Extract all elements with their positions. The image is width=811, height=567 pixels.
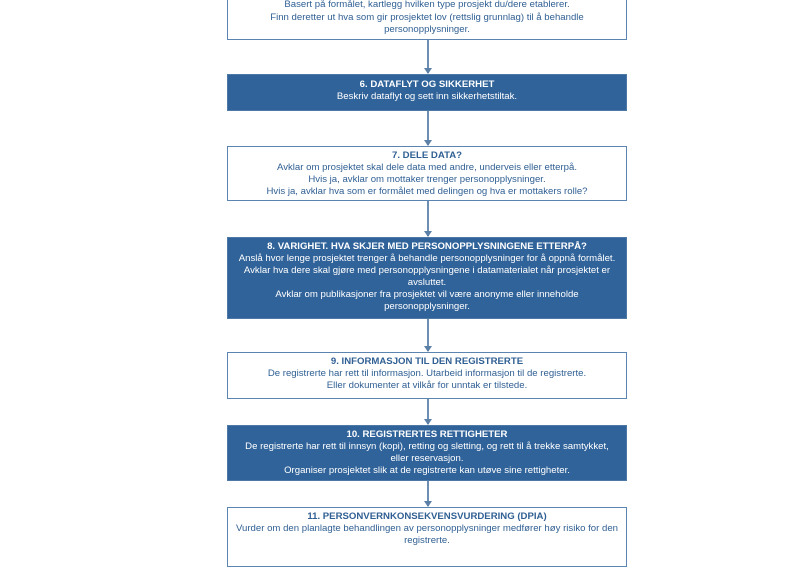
- step-title: 6. DATAFLYT OG SIKKERHET: [359, 79, 495, 90]
- flow-arrow: [424, 40, 431, 74]
- step-line: eller reservasjon.: [390, 453, 464, 464]
- step-line: Basert på formålet, kartlegg hvilken typ…: [284, 0, 570, 10]
- step-line: De registrerte har rett til innsyn (kopi…: [245, 441, 609, 452]
- step-title: 9. INFORMASJON TIL DEN REGISTRERTE: [330, 356, 524, 367]
- step-5-box: Basert på formålet, kartlegg hvilken typ…: [227, 0, 627, 40]
- step-line: Avklar om prosjektet skal dele data med …: [276, 162, 578, 173]
- step-line: De registrerte har rett til informasjon.…: [267, 368, 587, 379]
- step-8-box: 8. VARIGHET. HVA SKJER MED PERSONOPPLYSN…: [227, 237, 627, 319]
- step-title: 8. VARIGHET. HVA SKJER MED PERSONOPPLYSN…: [267, 241, 587, 252]
- step-title: 10. REGISTRERTES RETTIGHETER: [346, 429, 508, 440]
- step-7-box: 7. DELE DATA? Avklar om prosjektet skal …: [227, 146, 627, 201]
- step-line: personopplysninger.: [384, 24, 470, 35]
- step-line: Beskriv dataflyt og sett inn sikkerhetst…: [336, 91, 518, 102]
- step-line: Avklar om publikasjoner fra prosjektet v…: [275, 289, 579, 300]
- step-9-box: 9. INFORMASJON TIL DEN REGISTRERTE De re…: [227, 352, 627, 399]
- step-line: Hvis ja, avklar om mottaker trenger pers…: [308, 174, 546, 185]
- step-6-box: 6. DATAFLYT OG SIKKERHET Beskriv datafly…: [227, 74, 627, 111]
- step-10-box: 10. REGISTRERTES RETTIGHETER De registre…: [227, 425, 627, 481]
- flow-arrow: [424, 111, 431, 146]
- step-line: Vurder om den planlagte behandlingen av …: [235, 523, 619, 534]
- step-line: Finn deretter ut hva som gir prosjektet …: [270, 11, 584, 23]
- step-11-box: 11. PERSONVERNKONSEKVENSVURDERING (DPIA)…: [227, 507, 627, 567]
- step-line: registrerte.: [404, 535, 450, 546]
- step-line: Hvis ja, avklar hva som er formålet med …: [266, 186, 588, 197]
- flow-arrow: [424, 319, 431, 352]
- flow-arrow: [424, 201, 431, 237]
- step-line: personopplysninger.: [384, 301, 470, 312]
- flow-arrow: [424, 399, 431, 425]
- step-title: 7. DELE DATA?: [392, 150, 462, 161]
- step-line: avsluttet.: [407, 277, 447, 288]
- step-line: Eller dokumenter at vilkår for unntak er…: [326, 380, 528, 391]
- flow-arrow: [424, 481, 431, 507]
- step-title: 11. PERSONVERNKONSEKVENSVURDERING (DPIA): [307, 511, 547, 522]
- step-line: Organiser prosjektet slik at de registre…: [284, 465, 570, 476]
- step-line: Anslå hvor lenge prosjektet trenger å be…: [238, 253, 616, 264]
- step-line: Avklar hva dere skal gjøre med personopp…: [243, 265, 611, 276]
